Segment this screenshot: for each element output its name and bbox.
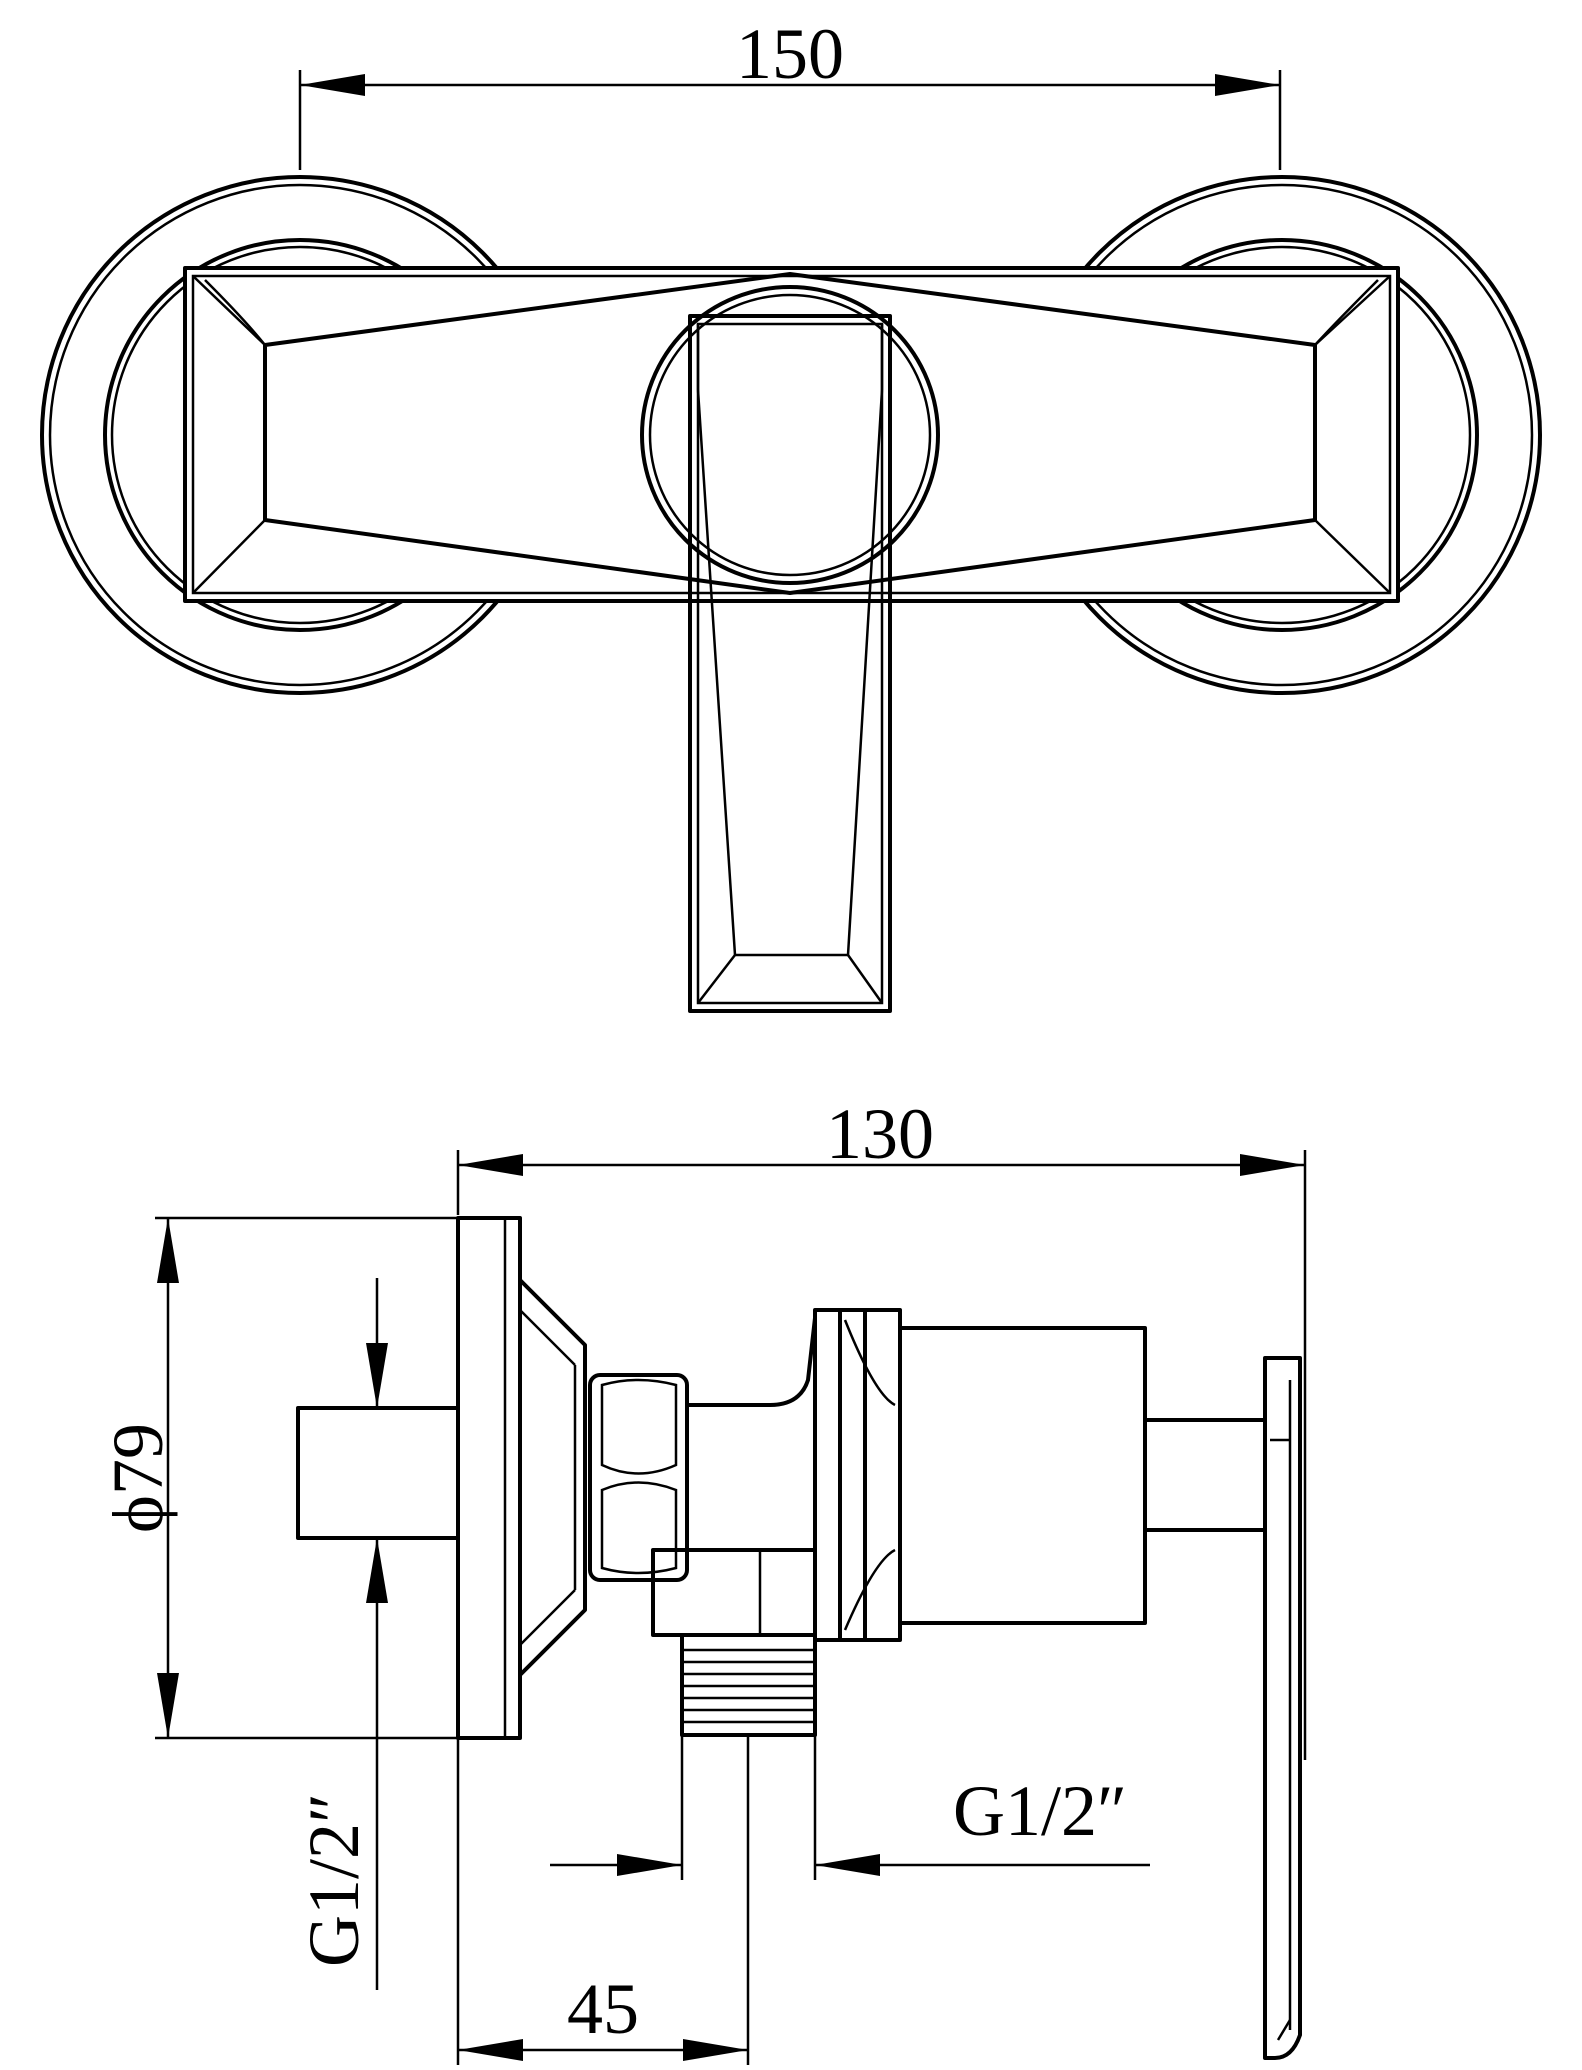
dimension-45: 45 [456,1735,750,2065]
dimension-150-label: 150 [736,14,844,94]
side-view: 130 ϕ79 G1/2″ [98,1094,1307,2065]
dimension-diameter-79: ϕ79 [98,1216,458,1740]
lever-handle-side [1143,1356,1302,2060]
outlet-thread-label: G1/2″ [953,1771,1127,1851]
inlet-thread-label: G1/2″ [294,1793,374,1967]
dimension-45-label: 45 [567,1969,639,2049]
lever-handle-top [688,314,892,1013]
dimension-150: 150 [298,14,1282,170]
dimension-diameter-79-label: ϕ79 [98,1423,178,1533]
cartridge-housing [813,1308,1147,1642]
wall-flange [456,1216,587,1740]
valve-body [651,1316,817,1737]
inlet-pipe: G1/2″ [294,1278,460,1990]
cartridge-cap [640,285,940,585]
dimension-130-label: 130 [826,1094,934,1174]
dimension-outlet-thread: G1/2″ [550,1735,1150,1880]
dimension-130: 130 [456,1094,1307,1760]
top-view: 150 [40,14,1542,1013]
